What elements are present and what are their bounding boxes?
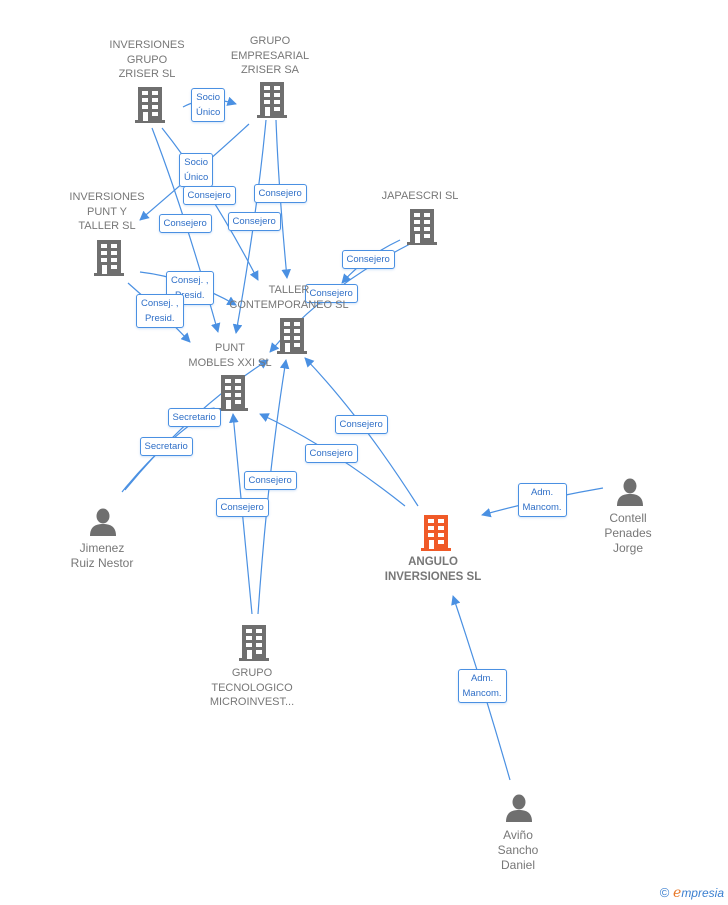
node-label-line: Sancho <box>497 843 539 857</box>
node-label-line: INVERSIONES <box>109 39 185 51</box>
node-label-punt-mobles[interactable]: PUNT MOBLES XXI SL <box>188 341 271 370</box>
node-label-taller-contemp[interactable]: TALLER CONTEMPORANEO SL <box>229 283 348 312</box>
edge-label[interactable]: Consejero <box>227 211 281 231</box>
edge-label[interactable]: Consejero <box>341 249 395 269</box>
edge-label[interactable]: Consejero <box>158 213 212 233</box>
person-icon[interactable] <box>506 794 532 823</box>
node-label-angulo[interactable]: ANGULO INVERSIONES SL <box>385 555 482 585</box>
node-label-line: GRUPO <box>249 35 291 47</box>
node-label-line: Daniel <box>500 858 536 872</box>
edge-label-line: Consej. , <box>141 298 179 309</box>
edge-label-line: Consejero <box>163 217 207 229</box>
edge-label-line: Secretario <box>172 411 216 423</box>
node-label-line: Ruiz Nestor <box>70 556 134 570</box>
edge-label-line: Consejero <box>346 253 390 265</box>
node-label-line: ZRISER SL <box>118 68 176 80</box>
node-label-grupo-emp-zriser[interactable]: GRUPO EMPRESARIAL ZRISER SA <box>231 34 309 78</box>
edge-label-line: Socio <box>184 157 209 168</box>
edge-label-line: Secretario <box>144 440 188 452</box>
copyright-icon: © <box>659 885 670 900</box>
node-label-inv-grupo-zriser[interactable]: INVERSIONES GRUPO ZRISER SL <box>109 38 184 82</box>
node-label-line: Jimenez <box>79 541 125 555</box>
node-label-line: INVERSIONES <box>69 191 145 203</box>
edge-label-line: Adm. <box>470 673 494 684</box>
edge-label[interactable]: Secretario <box>139 436 193 456</box>
node-label-line: TECNOLOGICO <box>211 681 293 694</box>
node-label-line: Contell <box>609 511 647 525</box>
edge-label[interactable]: Consejero <box>182 185 236 205</box>
edge-label-line: Consejero <box>309 287 353 299</box>
edge-label-line: Consejero <box>258 187 302 199</box>
edge-label-line: Consejero <box>232 215 276 227</box>
edge-label[interactable]: Adm. Mancom. <box>517 483 567 517</box>
building-icon[interactable] <box>257 82 287 118</box>
node-label-japaescri[interactable]: JAPAESCRI SL <box>382 189 459 204</box>
node-label-line: PUNT Y <box>87 205 127 218</box>
edge-label-line: Presid. <box>174 290 205 301</box>
edge-label-line: Único <box>196 107 221 118</box>
node-label-line: GRUPO <box>126 53 168 66</box>
edge-label-line: Consej. , <box>171 275 209 286</box>
edge-label[interactable]: Adm. Mancom. <box>457 669 507 703</box>
edge-label[interactable]: Secretario <box>167 407 221 427</box>
edge-label-line: Socio <box>196 92 221 103</box>
empresia-footer: © empresia <box>660 885 724 901</box>
node-label-line: CONTEMPORANEO SL <box>229 298 349 311</box>
brand-logo-text: mpresia <box>681 886 724 900</box>
node-label-line: MOBLES XXI SL <box>188 356 272 369</box>
brand-logo-initial: e <box>673 885 682 901</box>
node-label-line: TALLER <box>268 284 310 296</box>
edge-label[interactable]: Consejero <box>304 443 358 463</box>
node-label-line: TALLER SL <box>78 220 136 232</box>
node-label-line: MICROINVEST... <box>209 696 295 708</box>
edge-label[interactable]: Consejero <box>243 470 297 490</box>
edge-label-line: Presid. <box>144 313 175 324</box>
edge-label-line: Consejero <box>187 189 231 201</box>
node-label-line: PUNT <box>215 342 245 354</box>
edge-label-line: Consejero <box>220 501 264 513</box>
edge-label-line: Mancom. <box>462 688 502 699</box>
node-label-line: Jorge <box>612 541 644 555</box>
edge-label-line: Consejero <box>248 474 292 486</box>
building-icon[interactable] <box>94 240 124 276</box>
edge-label[interactable]: Consejero <box>334 414 388 434</box>
edge-label-line: Consejero <box>309 447 353 459</box>
node-label-line: GRUPO <box>231 667 273 679</box>
node-label-line: EMPRESARIAL <box>230 49 310 62</box>
edge-label[interactable]: Consejero <box>215 497 269 517</box>
edge-label[interactable]: Consejero <box>304 283 358 303</box>
building-icon[interactable] <box>218 375 248 411</box>
node-label-line: JAPAESCRI SL <box>381 190 459 202</box>
building-icon[interactable] <box>407 209 437 245</box>
building-icon[interactable] <box>277 318 307 354</box>
edge-label-line: Único <box>184 172 209 183</box>
node-label-line: Penades <box>604 526 652 540</box>
node-label-grupo-tecnologico[interactable]: GRUPO TECNOLOGICO MICROINVEST... <box>210 666 294 710</box>
node-label-line: INVERSIONES SL <box>384 571 482 583</box>
edge-label-line: Mancom. <box>522 502 562 513</box>
edge-label[interactable]: Consejero <box>253 183 307 203</box>
edge-label-line: Consejero <box>339 418 383 430</box>
building-icon[interactable] <box>135 87 165 123</box>
person-icon[interactable] <box>90 508 116 537</box>
building-icon[interactable] <box>239 625 269 661</box>
node-label-inv-punt-taller[interactable]: INVERSIONES PUNT Y TALLER SL <box>69 190 144 234</box>
person-icon[interactable] <box>617 478 643 507</box>
node-label-line: ANGULO <box>408 556 458 568</box>
node-label-line: Aviño <box>503 828 533 842</box>
node-label-line: ZRISER SA <box>240 64 300 76</box>
edge-label[interactable]: Consej. , Presid. <box>136 294 184 328</box>
edge-label-line: Adm. <box>530 487 554 498</box>
building-icon[interactable] <box>421 515 451 551</box>
